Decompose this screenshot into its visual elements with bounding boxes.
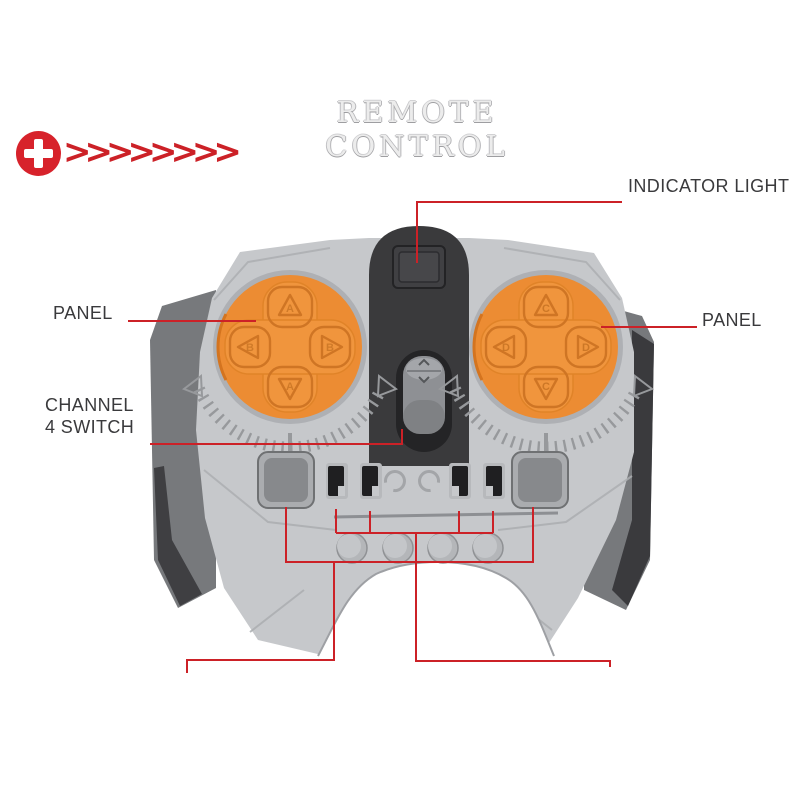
annotation-lines xyxy=(128,201,697,673)
channel-switch-leader-line xyxy=(150,429,403,445)
slider-up-arrow-icon xyxy=(418,358,430,366)
switch-tabs-bracket-line xyxy=(335,509,494,534)
left-triangle-icon xyxy=(492,334,516,360)
bottom-left-leader-line xyxy=(186,562,335,673)
up-triangle-icon xyxy=(533,293,559,317)
left-dpad-left-button[interactable] xyxy=(228,325,272,369)
panel-right-label: PANEL xyxy=(702,310,762,330)
down-triangle-icon xyxy=(277,377,303,401)
counterclockwise-arc-icon xyxy=(384,470,406,493)
clockwise-arc-icon xyxy=(418,470,440,492)
switch-tab[interactable] xyxy=(449,463,471,499)
ledge-groove xyxy=(333,511,559,519)
right-square-button[interactable] xyxy=(511,451,569,509)
indicator-light-lens xyxy=(398,251,440,283)
indicator-light-leader-line xyxy=(416,201,622,263)
dpads: A B A B xyxy=(213,270,623,424)
channel-switch-label: CHANNEL 4 SWITCH xyxy=(45,395,135,437)
button-letter: A xyxy=(286,381,294,393)
indicator-light-label: INDICATOR LIGHT xyxy=(628,176,790,196)
left-triangle-icon xyxy=(236,334,260,360)
left-arrow-icon xyxy=(437,374,460,398)
chevrons-icon: >>>>>>>> xyxy=(63,132,242,172)
left-dpad[interactable]: A B A B xyxy=(213,270,367,424)
plus-icon xyxy=(16,131,61,176)
right-dpad-right-button[interactable] xyxy=(564,325,608,369)
right-dpad-down-button[interactable] xyxy=(522,365,570,409)
right-dpad[interactable]: C D C D xyxy=(469,270,623,424)
slider-down-arrow-icon xyxy=(418,376,430,384)
button-letter: D xyxy=(502,342,510,354)
switch-tabs xyxy=(326,463,505,499)
button-letter: B xyxy=(326,342,334,354)
right-dpad-up-button[interactable] xyxy=(522,285,570,329)
channel-switch[interactable] xyxy=(396,350,452,452)
left-dpad-up-button[interactable] xyxy=(266,285,314,329)
bottom-right-leader-line xyxy=(415,533,611,667)
button-letter: A xyxy=(286,303,294,315)
left-arrow-icon xyxy=(181,374,204,398)
right-triangle-icon xyxy=(576,334,600,360)
right-dpad-left-button[interactable] xyxy=(484,325,528,369)
rotation-symbols xyxy=(384,470,440,493)
up-triangle-icon xyxy=(277,293,303,317)
button-letter: C xyxy=(542,303,550,315)
button-letter: D xyxy=(582,342,590,354)
bottom-cutout xyxy=(318,562,554,700)
left-square-button[interactable] xyxy=(257,451,315,509)
panel-left-label: PANEL xyxy=(53,303,113,323)
switch-tab[interactable] xyxy=(360,463,382,499)
square-buttons-bracket-line xyxy=(285,507,534,563)
left-dpad-right-button[interactable] xyxy=(308,325,352,369)
right-arrow-icon xyxy=(376,374,399,398)
left-dpad-down-button[interactable] xyxy=(266,365,314,409)
right-arrow-icon xyxy=(632,374,655,398)
switch-tab[interactable] xyxy=(326,463,348,499)
switch-tab[interactable] xyxy=(483,463,505,499)
page-title: REMOTE CONTROL xyxy=(325,95,509,163)
button-letter: B xyxy=(246,342,254,354)
down-triangle-icon xyxy=(533,377,559,401)
button-letter: C xyxy=(542,381,550,393)
right-triangle-icon xyxy=(320,334,344,360)
